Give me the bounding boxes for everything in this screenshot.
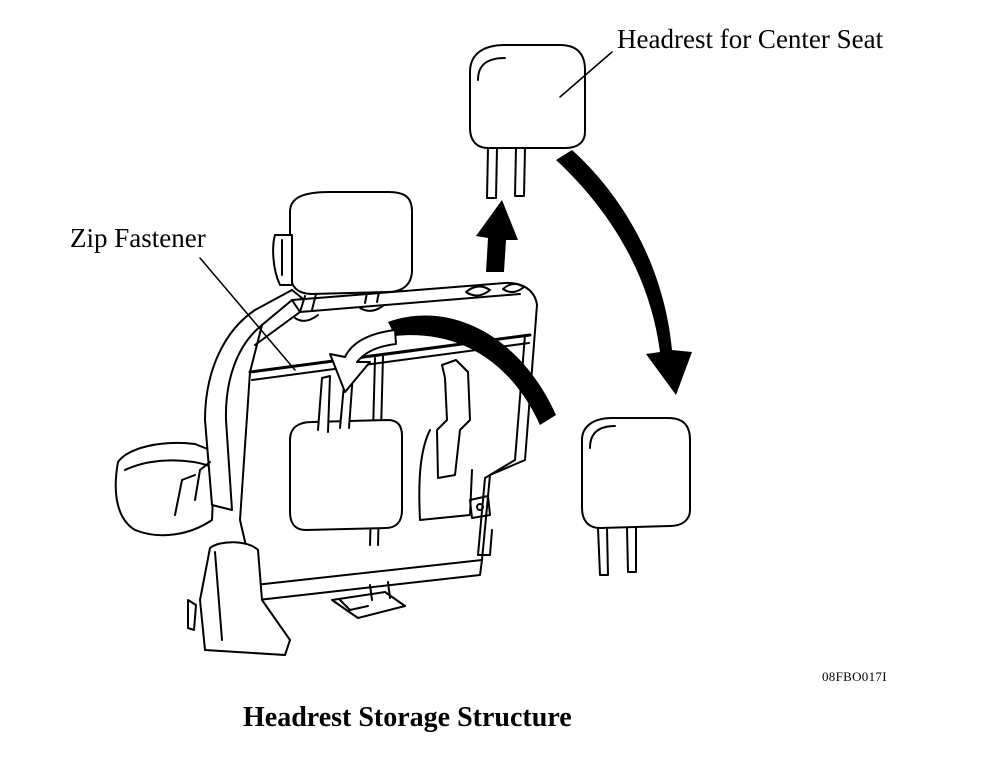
arrow-up-icon (476, 200, 518, 272)
arrow-curved-stow-icon (388, 315, 556, 425)
headrest-on-seat (272, 191, 413, 295)
headrest-lower-right (581, 417, 691, 576)
arrow-stow-outline-icon (329, 329, 397, 393)
zip-leader (199, 257, 296, 371)
seat-cushion (114, 441, 216, 537)
seat-side-frame (204, 289, 303, 511)
seat-rear-foot (331, 591, 406, 619)
label-zip-fastener: Zip Fastener (70, 223, 206, 253)
seat-front-leg (199, 541, 291, 656)
figure-code: 08FBO017I (822, 669, 887, 684)
headrest-center-seat (469, 44, 586, 199)
center-seat-leader (559, 51, 613, 98)
diagram-caption: Headrest Storage Structure (243, 702, 572, 733)
label-headrest-center-seat: Headrest for Center Seat (617, 24, 884, 54)
arrow-curved-down-icon (556, 150, 692, 395)
